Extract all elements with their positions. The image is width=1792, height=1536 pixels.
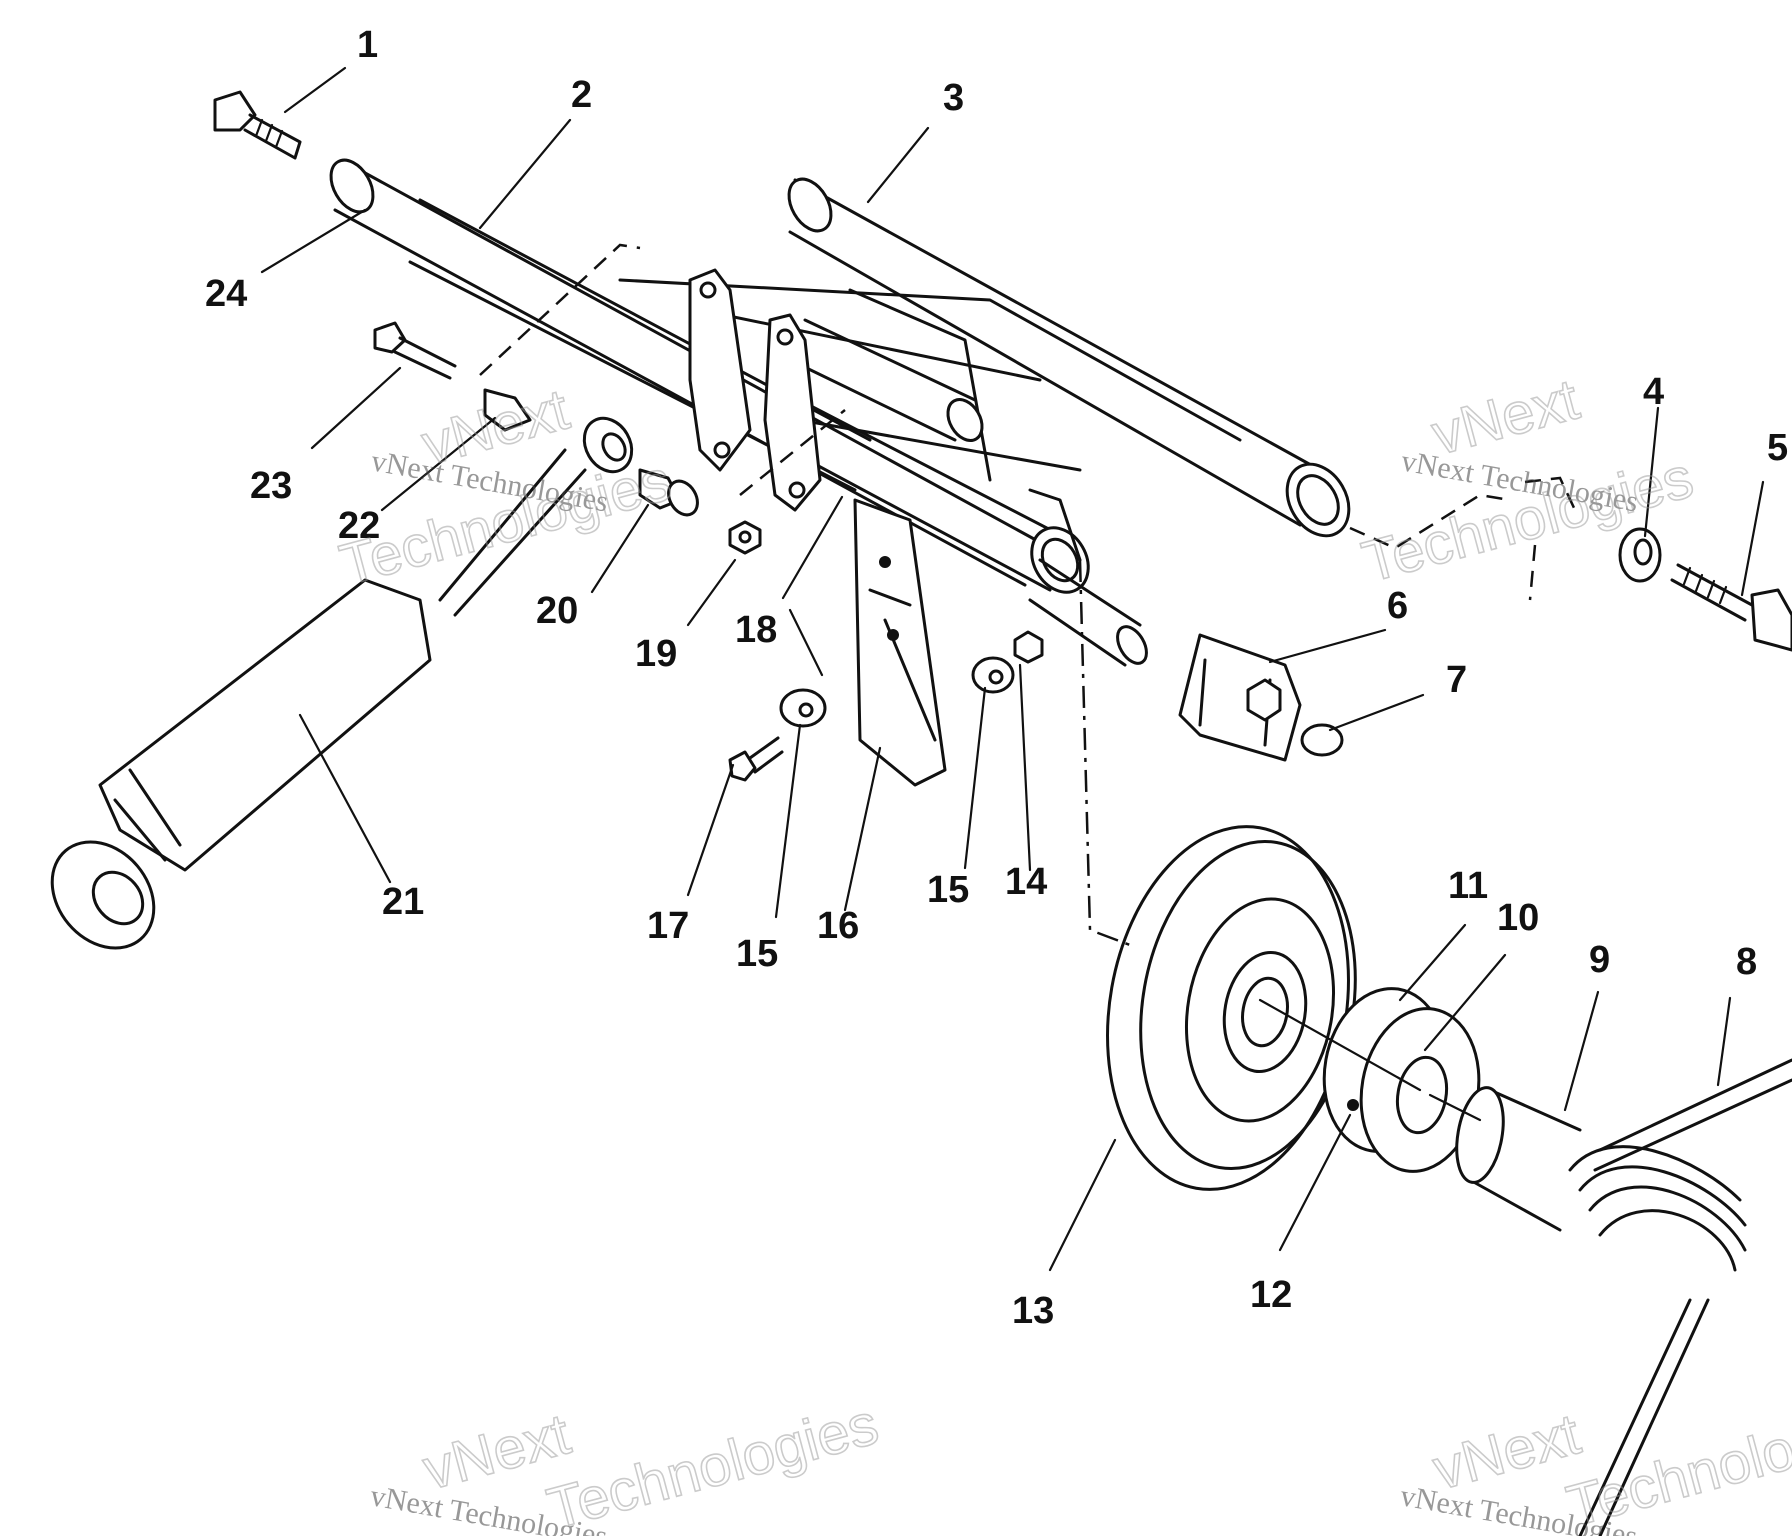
callout-14: 14: [1005, 861, 1047, 903]
callout-23: 23: [250, 465, 292, 507]
callout-19: 19: [635, 633, 677, 675]
callout-6: 6: [1387, 585, 1408, 627]
callout-1: 1: [357, 24, 378, 66]
callout-16: 16: [817, 905, 859, 947]
callout-22: 22: [338, 505, 380, 547]
callout-18: 18: [735, 609, 777, 651]
watermark-big-2a: vNext: [1425, 367, 1585, 468]
callout-15-left: 15: [736, 933, 778, 975]
callout-8: 8: [1736, 941, 1757, 983]
callout-21: 21: [382, 881, 424, 923]
callout-17: 17: [647, 905, 689, 947]
watermarks: vNext Technologies vNext Technologies vN…: [333, 366, 1792, 1536]
leader-lines: [260, 66, 1765, 1272]
slide-hanger: [853, 498, 947, 787]
callout-10: 10: [1497, 897, 1539, 939]
watermark-big-3b: Technologies: [541, 1391, 885, 1536]
callout-15-right: 15: [927, 869, 969, 911]
callout-9: 9: [1589, 939, 1610, 981]
callout-5: 5: [1767, 427, 1788, 469]
callout-11: 11: [1448, 865, 1488, 907]
callout-numbers: 1 2 3 4 5 6 7 8 9 10 11 12 13 14 15 15 1…: [205, 24, 1788, 1332]
callout-4: 4: [1643, 371, 1664, 413]
callout-12: 12: [1250, 1274, 1292, 1316]
callout-20: 20: [536, 590, 578, 632]
callout-24: 24: [205, 273, 247, 315]
side-plates: [688, 268, 822, 512]
small-hardware: [213, 90, 1792, 782]
callout-3: 3: [943, 77, 964, 119]
watermark-big-4b: Technologies: [1561, 1389, 1792, 1536]
callout-13: 13: [1012, 1290, 1054, 1332]
shock-absorber: [50, 416, 634, 950]
callout-7: 7: [1446, 659, 1467, 701]
idler-wheel-assembly: [1106, 825, 1792, 1536]
assembly-lines: [479, 243, 1577, 1122]
callout-2: 2: [571, 74, 592, 116]
